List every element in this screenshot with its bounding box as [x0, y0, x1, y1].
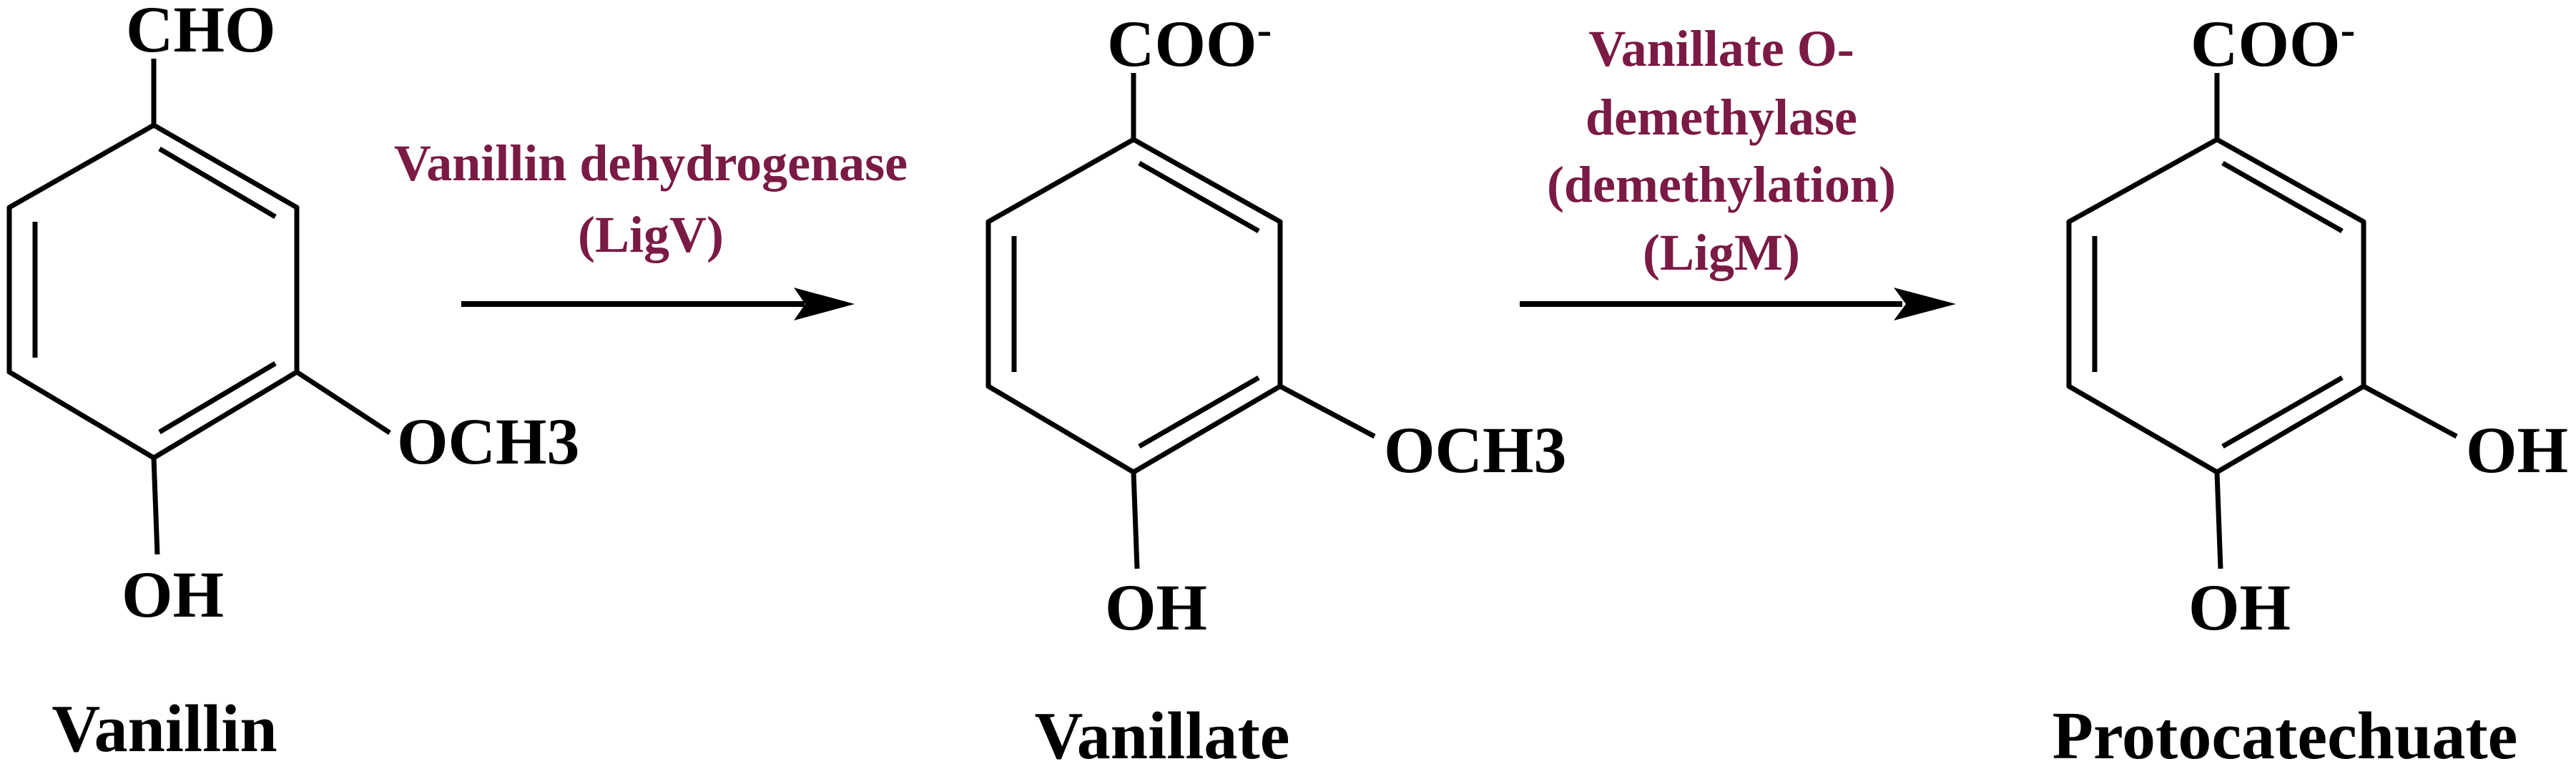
carboxylate-group-label: COO- [2191, 6, 2355, 80]
bond-to-bottom-group [151, 457, 160, 555]
bond-to-side-group [1279, 383, 1376, 439]
enzyme-label-line-4: (LigM) [1643, 224, 1800, 281]
enzyme-label-line-1: Vanillate O- [1588, 20, 1854, 77]
compound-protocatechuate: COO- OH OH Protocatechuate [2053, 6, 2569, 769]
compound-vanillate: COO- OCH3 OH Vanillate [985, 6, 1567, 769]
hydroxyl-group-label: OH [122, 558, 224, 631]
reaction-2: Vanillate O- demethylase (demethylation)… [1520, 20, 1956, 320]
enzyme-label-line-1: Vanillin dehydrogenase [394, 134, 908, 192]
enzyme-label-line-2: demethylase [1586, 89, 1857, 146]
reaction-1: Vanillin dehydrogenase (LigV) [394, 134, 908, 320]
enzyme-label-line-3: (demethylation) [1547, 156, 1896, 213]
benzene-ring [985, 137, 1283, 475]
bond-to-side-group [2362, 383, 2458, 439]
hydroxyl-group-label-4: OH [2188, 571, 2291, 644]
compound-name: Protocatechuate [2053, 699, 2518, 765]
enzyme-label-line-2: (LigV) [578, 206, 724, 263]
reaction-arrowhead [1894, 288, 1956, 320]
benzene-ring [2066, 137, 2366, 475]
compound-vanillin: CHO OCH3 OH Vanillin [6, 0, 580, 766]
compound-name: Vanillate [1035, 699, 1290, 765]
compound-name: Vanillin [51, 692, 277, 765]
bond-to-bottom-group [2214, 471, 2223, 569]
methoxy-group-label: OCH3 [397, 405, 580, 478]
bond-to-side-group [295, 370, 391, 435]
reaction-arrowhead [794, 288, 855, 320]
aldehyde-group-label: CHO [126, 0, 276, 66]
hydroxyl-group-label: OH [1105, 571, 1207, 644]
carboxylate-group-label: COO- [1107, 6, 1272, 80]
hydroxyl-group-label-3: OH [2466, 413, 2568, 486]
bond-to-bottom-group [1131, 471, 1140, 569]
benzene-ring [6, 122, 300, 461]
methoxy-group-label: OCH3 [1384, 413, 1567, 486]
